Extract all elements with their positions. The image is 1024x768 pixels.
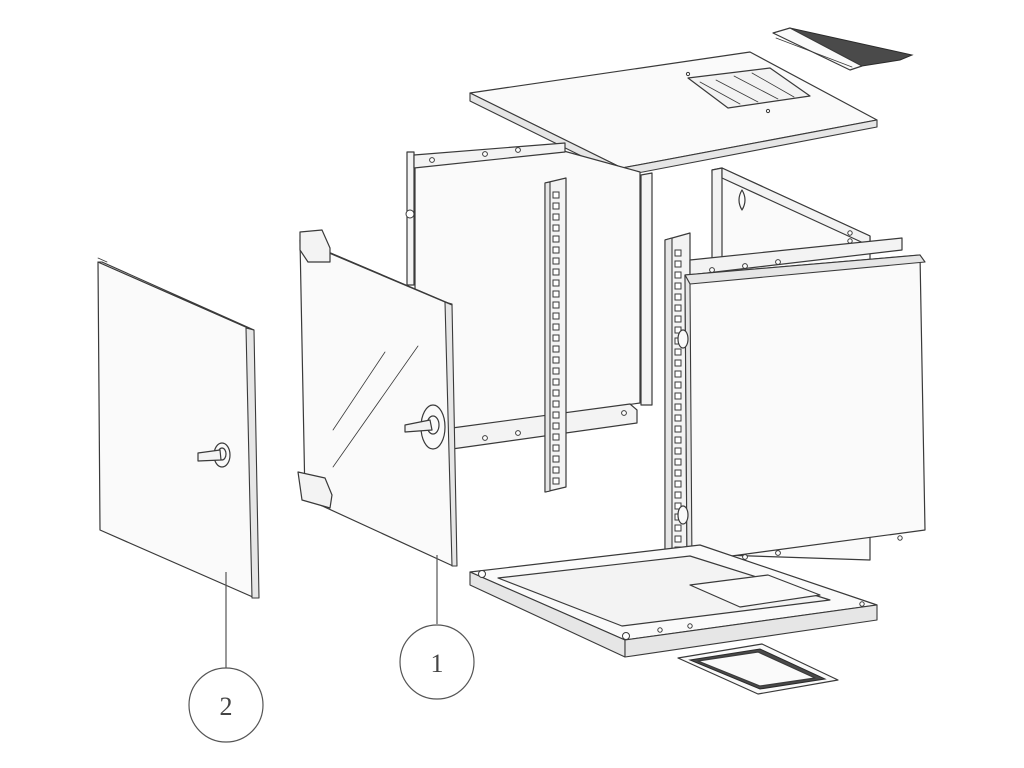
rail-square-hole xyxy=(552,246,560,254)
rail-square-hole xyxy=(674,458,682,466)
rail-square-hole xyxy=(552,477,560,485)
rail-square-hole xyxy=(552,235,560,243)
brush-strip xyxy=(772,27,914,71)
rail-square-hole xyxy=(552,389,560,397)
rail-square-hole xyxy=(674,315,682,323)
rail-square-hole xyxy=(552,224,560,232)
rail-square-hole xyxy=(552,466,560,474)
callout-1: 1 xyxy=(399,555,475,700)
rail-square-hole xyxy=(674,480,682,488)
rail-square-hole xyxy=(674,348,682,356)
rail-square-hole xyxy=(552,455,560,463)
rail-square-hole xyxy=(674,425,682,433)
rail-square-hole xyxy=(674,447,682,455)
rail-square-hole xyxy=(552,356,560,364)
mounting-rail-front xyxy=(664,232,903,586)
rail-square-hole xyxy=(674,249,682,257)
rail-square-hole xyxy=(674,260,682,268)
rail-square-hole xyxy=(552,279,560,287)
rail-square-hole xyxy=(552,378,560,386)
rail-square-hole xyxy=(674,469,682,477)
glass-door xyxy=(297,229,458,567)
callout-2-number: 2 xyxy=(220,692,233,721)
rail-square-hole xyxy=(674,271,682,279)
rail-square-hole xyxy=(552,345,560,353)
rail-square-hole xyxy=(674,392,682,400)
rail-square-hole xyxy=(552,323,560,331)
rail-square-hole xyxy=(552,290,560,298)
rail-square-hole xyxy=(552,444,560,452)
rail-square-hole xyxy=(674,381,682,389)
rail-square-hole xyxy=(552,268,560,276)
rail-square-hole xyxy=(552,433,560,441)
callout-2: 2 xyxy=(188,572,264,743)
rail-square-hole xyxy=(674,370,682,378)
rail-square-hole xyxy=(552,202,560,210)
rail-square-hole xyxy=(552,301,560,309)
rail-square-hole xyxy=(552,257,560,265)
rail-square-hole xyxy=(552,367,560,375)
solid-door xyxy=(97,257,260,599)
rail-square-hole xyxy=(552,411,560,419)
rail-square-hole xyxy=(674,414,682,422)
rail-square-hole xyxy=(674,436,682,444)
rail-square-hole xyxy=(552,191,560,199)
rail-square-hole xyxy=(674,304,682,312)
rail-square-hole xyxy=(674,491,682,499)
mounting-rail-center xyxy=(544,177,567,493)
rail-square-hole xyxy=(552,312,560,320)
callout-1-circle xyxy=(399,624,475,700)
side-panel xyxy=(677,254,926,569)
base-frame xyxy=(469,544,878,658)
rail-square-hole xyxy=(674,293,682,301)
callout-1-number: 1 xyxy=(431,649,444,678)
rail-square-hole xyxy=(552,422,560,430)
rail-square-hole xyxy=(674,524,682,532)
rail-square-hole xyxy=(552,400,560,408)
rail-square-hole xyxy=(674,282,682,290)
rail-square-hole xyxy=(552,334,560,342)
top-cover xyxy=(469,51,878,178)
rail-square-hole xyxy=(674,535,682,543)
rail-square-hole xyxy=(674,403,682,411)
rail-square-hole xyxy=(552,213,560,221)
gland-plate xyxy=(677,643,839,695)
rail-square-hole xyxy=(674,359,682,367)
callout-2-circle xyxy=(188,667,264,743)
